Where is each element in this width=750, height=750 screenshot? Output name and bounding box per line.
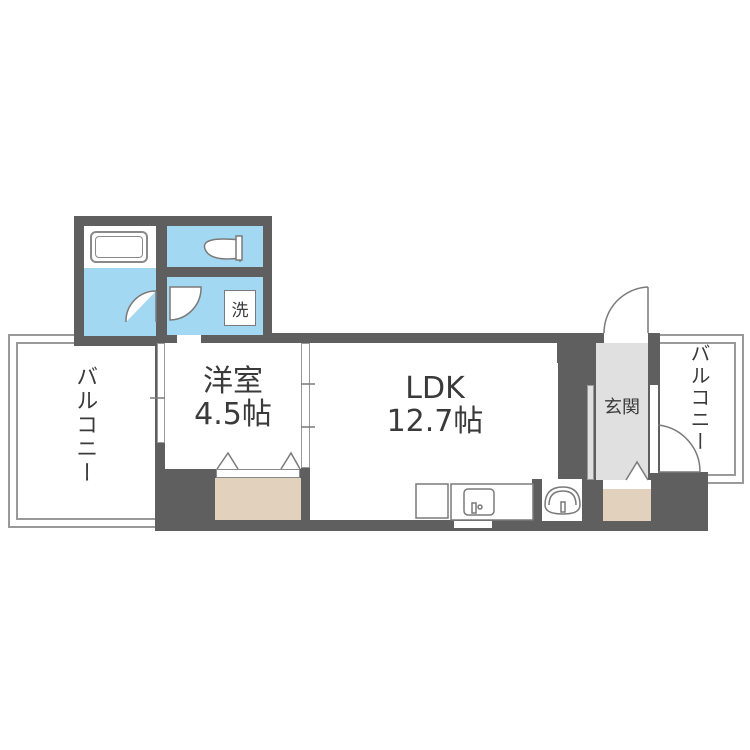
entrance-step bbox=[603, 480, 651, 489]
entrance-room bbox=[596, 343, 648, 480]
wall-right-lower bbox=[650, 472, 708, 531]
window-left-balcony[interactable] bbox=[157, 343, 165, 443]
balcony-right-label: バルコニー bbox=[687, 343, 711, 453]
western-room-name: 洋室 bbox=[203, 364, 263, 399]
ldk-corner-wall bbox=[557, 343, 585, 363]
western-room-label: 洋室 4.5帖 bbox=[165, 365, 301, 431]
entrance-shoe-closet bbox=[603, 489, 651, 521]
washer-label: 洗 bbox=[231, 300, 249, 321]
ldk-pillar bbox=[532, 479, 542, 521]
window-ldk-bottom bbox=[454, 521, 492, 528]
right-balcony-door-opening[interactable] bbox=[650, 385, 658, 473]
ldk-name: LDK bbox=[405, 371, 465, 406]
bathtub-icon bbox=[90, 231, 148, 263]
window-bath-top bbox=[177, 335, 201, 343]
entrance-side-window bbox=[587, 385, 594, 480]
washer-box: 洗 bbox=[224, 290, 256, 326]
ldk-label: LDK 12.7帖 bbox=[330, 372, 540, 438]
western-room bbox=[165, 343, 301, 469]
entrance-door-opening[interactable] bbox=[604, 333, 648, 343]
western-room-size: 4.5帖 bbox=[194, 397, 272, 432]
western-closet bbox=[215, 478, 301, 520]
window-western-ldk bbox=[301, 343, 310, 468]
closet-doors bbox=[216, 469, 300, 478]
entrance-label: 玄関 bbox=[604, 397, 640, 418]
ldk-size: 12.7帖 bbox=[386, 404, 484, 439]
balcony-left-label: バルコニー bbox=[72, 365, 98, 485]
